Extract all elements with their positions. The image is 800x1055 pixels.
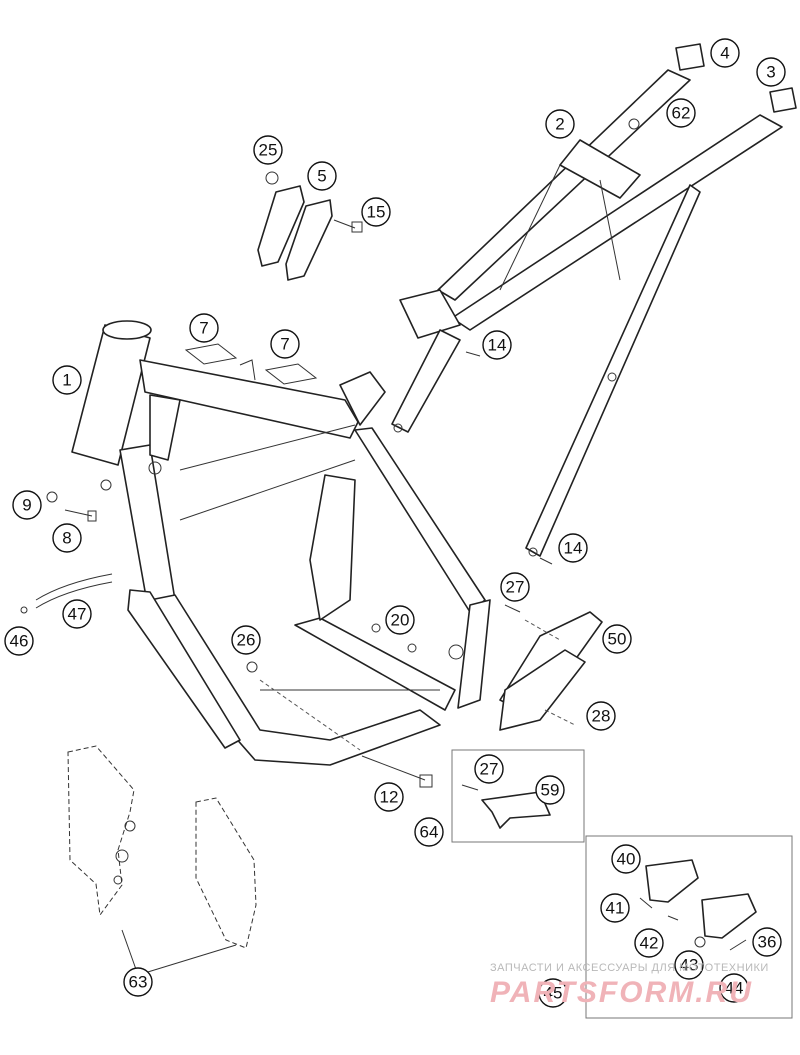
svg-text:45: 45 — [544, 984, 563, 1003]
callout-42: 42 — [634, 928, 664, 958]
callout-7a: 7 — [189, 313, 219, 343]
callout-46: 46 — [4, 626, 34, 656]
callout-14a: 14 — [482, 330, 512, 360]
callout-50: 50 — [602, 624, 632, 654]
callout-28: 28 — [586, 701, 616, 731]
svg-text:8: 8 — [62, 529, 71, 548]
callout-41: 41 — [600, 893, 630, 923]
callout-15: 15 — [361, 197, 391, 227]
callout-26: 26 — [231, 625, 261, 655]
callout-20: 20 — [385, 605, 415, 635]
svg-text:25: 25 — [259, 141, 278, 160]
svg-text:40: 40 — [617, 850, 636, 869]
svg-text:2: 2 — [555, 115, 564, 134]
svg-text:63: 63 — [129, 973, 148, 992]
svg-text:28: 28 — [592, 707, 611, 726]
svg-text:7: 7 — [280, 335, 289, 354]
chain-guard-part — [499, 604, 603, 731]
svg-text:41: 41 — [606, 899, 625, 918]
callout-59: 59 — [535, 775, 565, 805]
watermark-caption: ЗАПЧАСТИ И АКСЕССУАРЫ ДЛЯ МОТОТЕХНИКИ — [490, 962, 769, 974]
callout-9: 9 — [12, 490, 42, 520]
svg-text:59: 59 — [541, 781, 560, 800]
subframe-part — [391, 69, 783, 557]
callout-27a: 27 — [500, 572, 530, 602]
callout-63: 63 — [123, 967, 153, 997]
svg-text:9: 9 — [22, 496, 31, 515]
svg-text:14: 14 — [564, 539, 583, 558]
callout-1: 1 — [52, 365, 82, 395]
svg-text:12: 12 — [380, 788, 399, 807]
svg-text:62: 62 — [672, 104, 691, 123]
svg-text:15: 15 — [367, 203, 386, 222]
callout-64: 64 — [414, 817, 444, 847]
svg-text:36: 36 — [758, 933, 777, 952]
callout-62: 62 — [666, 98, 696, 128]
callout-40: 40 — [611, 844, 641, 874]
callout-12: 12 — [374, 782, 404, 812]
main-frame-part — [71, 320, 491, 766]
svg-text:26: 26 — [237, 631, 256, 650]
callout-45: 45 — [538, 978, 568, 1008]
watermark-logo: PARTSFORM.RU — [490, 976, 753, 1009]
callout-25: 25 — [253, 135, 283, 165]
frame-guard-part — [67, 745, 257, 976]
decal-part — [184, 343, 318, 385]
svg-text:3: 3 — [766, 63, 775, 82]
svg-text:5: 5 — [317, 167, 326, 186]
fastener-part — [20, 351, 553, 788]
footrest-kit — [585, 835, 793, 1019]
callout-36: 36 — [752, 927, 782, 957]
callout-2: 2 — [545, 109, 575, 139]
svg-text:20: 20 — [391, 611, 410, 630]
svg-text:43: 43 — [680, 956, 699, 975]
chain-slider-kit — [451, 749, 585, 843]
callout-27b: 27 — [474, 754, 504, 784]
svg-text:4: 4 — [720, 44, 729, 63]
svg-text:44: 44 — [725, 979, 744, 998]
svg-text:50: 50 — [608, 630, 627, 649]
callout-44: 44 — [719, 973, 749, 1003]
svg-text:1: 1 — [62, 371, 71, 390]
callout-7b: 7 — [270, 329, 300, 359]
callout-5: 5 — [307, 161, 337, 191]
callout-47: 47 — [62, 599, 92, 629]
bracket-part — [257, 171, 363, 281]
svg-text:27: 27 — [506, 578, 525, 597]
svg-text:47: 47 — [68, 605, 87, 624]
svg-text:64: 64 — [420, 823, 439, 842]
callout-3: 3 — [756, 57, 786, 87]
callout-14b: 14 — [558, 533, 588, 563]
svg-text:46: 46 — [10, 632, 29, 651]
svg-text:42: 42 — [640, 934, 659, 953]
callout-43: 43 — [674, 950, 704, 980]
end-cap-part — [628, 43, 797, 130]
callout-4: 4 — [710, 38, 740, 68]
svg-text:27: 27 — [480, 760, 499, 779]
callout-8: 8 — [52, 523, 82, 553]
svg-text:7: 7 — [199, 319, 208, 338]
svg-text:14: 14 — [488, 336, 507, 355]
